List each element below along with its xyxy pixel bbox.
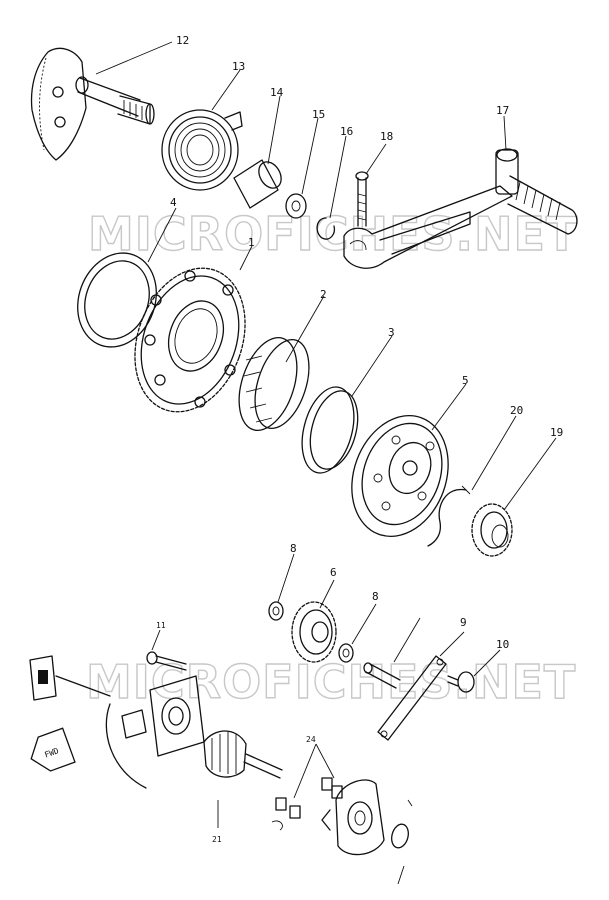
plate-part-9 — [377, 655, 447, 741]
callout-19: 19 — [550, 426, 563, 439]
ring-part-3 — [301, 386, 359, 474]
callout-24: 24 — [306, 735, 316, 744]
callout-8-upper: 8 — [290, 542, 297, 555]
clutch-cage-part-2 — [238, 336, 310, 432]
callout-18: 18 — [380, 130, 393, 143]
bracket-part — [29, 655, 111, 701]
clip-part-20 — [427, 485, 471, 547]
callout-5: 5 — [462, 374, 469, 387]
callout-3: 3 — [388, 326, 395, 339]
drive-gear-part-19 — [471, 503, 513, 557]
callout-2: 2 — [320, 288, 327, 301]
watermark-bottom: MICROFICHES.NET — [86, 655, 576, 709]
washer-part-8-upper — [268, 601, 284, 621]
fwd-arrow-icon: FWD — [30, 727, 76, 772]
bushing-part — [233, 159, 282, 209]
callout-17: 17 — [496, 104, 509, 117]
callout-labels: 12 13 14 15 16 18 17 4 1 2 3 5 20 19 8 6… — [156, 34, 563, 844]
kick-crank-part — [343, 148, 578, 269]
callout-4: 4 — [170, 196, 177, 209]
shaft-part-7 — [363, 662, 401, 689]
kick-shaft-gear-part — [30, 47, 155, 161]
callout-20: 20 — [510, 404, 523, 417]
bolt-part-11 — [146, 651, 187, 671]
callout-11: 11 — [156, 621, 166, 630]
washer-part-8-lower — [338, 643, 354, 663]
callout-9: 9 — [460, 616, 467, 629]
kick-spring-part — [161, 109, 243, 191]
callout-12: 12 — [176, 34, 189, 47]
ratchet-gear-part-1 — [134, 267, 246, 413]
callout-13: 13 — [232, 60, 245, 73]
idler-gear-part-6 — [291, 601, 337, 663]
callout-16: 16 — [340, 125, 353, 138]
bolt-part-18 — [355, 171, 369, 227]
callout-14: 14 — [270, 86, 284, 99]
washer-part-15 — [285, 193, 307, 219]
screw-part-10 — [447, 671, 475, 693]
brush-set-part-24 — [271, 777, 343, 831]
circlip-part-16 — [316, 217, 336, 240]
leader-lines — [95, 41, 557, 885]
callout-6: 6 — [330, 566, 337, 579]
starter-motor-assembly — [105, 675, 283, 789]
callout-21: 21 — [212, 835, 222, 844]
ratchet-plate-part-5 — [351, 415, 449, 537]
watermark-top: MICROFICHES.NET — [88, 207, 578, 261]
callout-10: 10 — [496, 638, 509, 651]
callout-15: 15 — [312, 108, 325, 121]
end-cover-part — [321, 779, 385, 856]
callout-1: 1 — [248, 236, 255, 249]
callout-8-lower: 8 — [372, 590, 379, 603]
o-ring-part — [391, 799, 413, 849]
